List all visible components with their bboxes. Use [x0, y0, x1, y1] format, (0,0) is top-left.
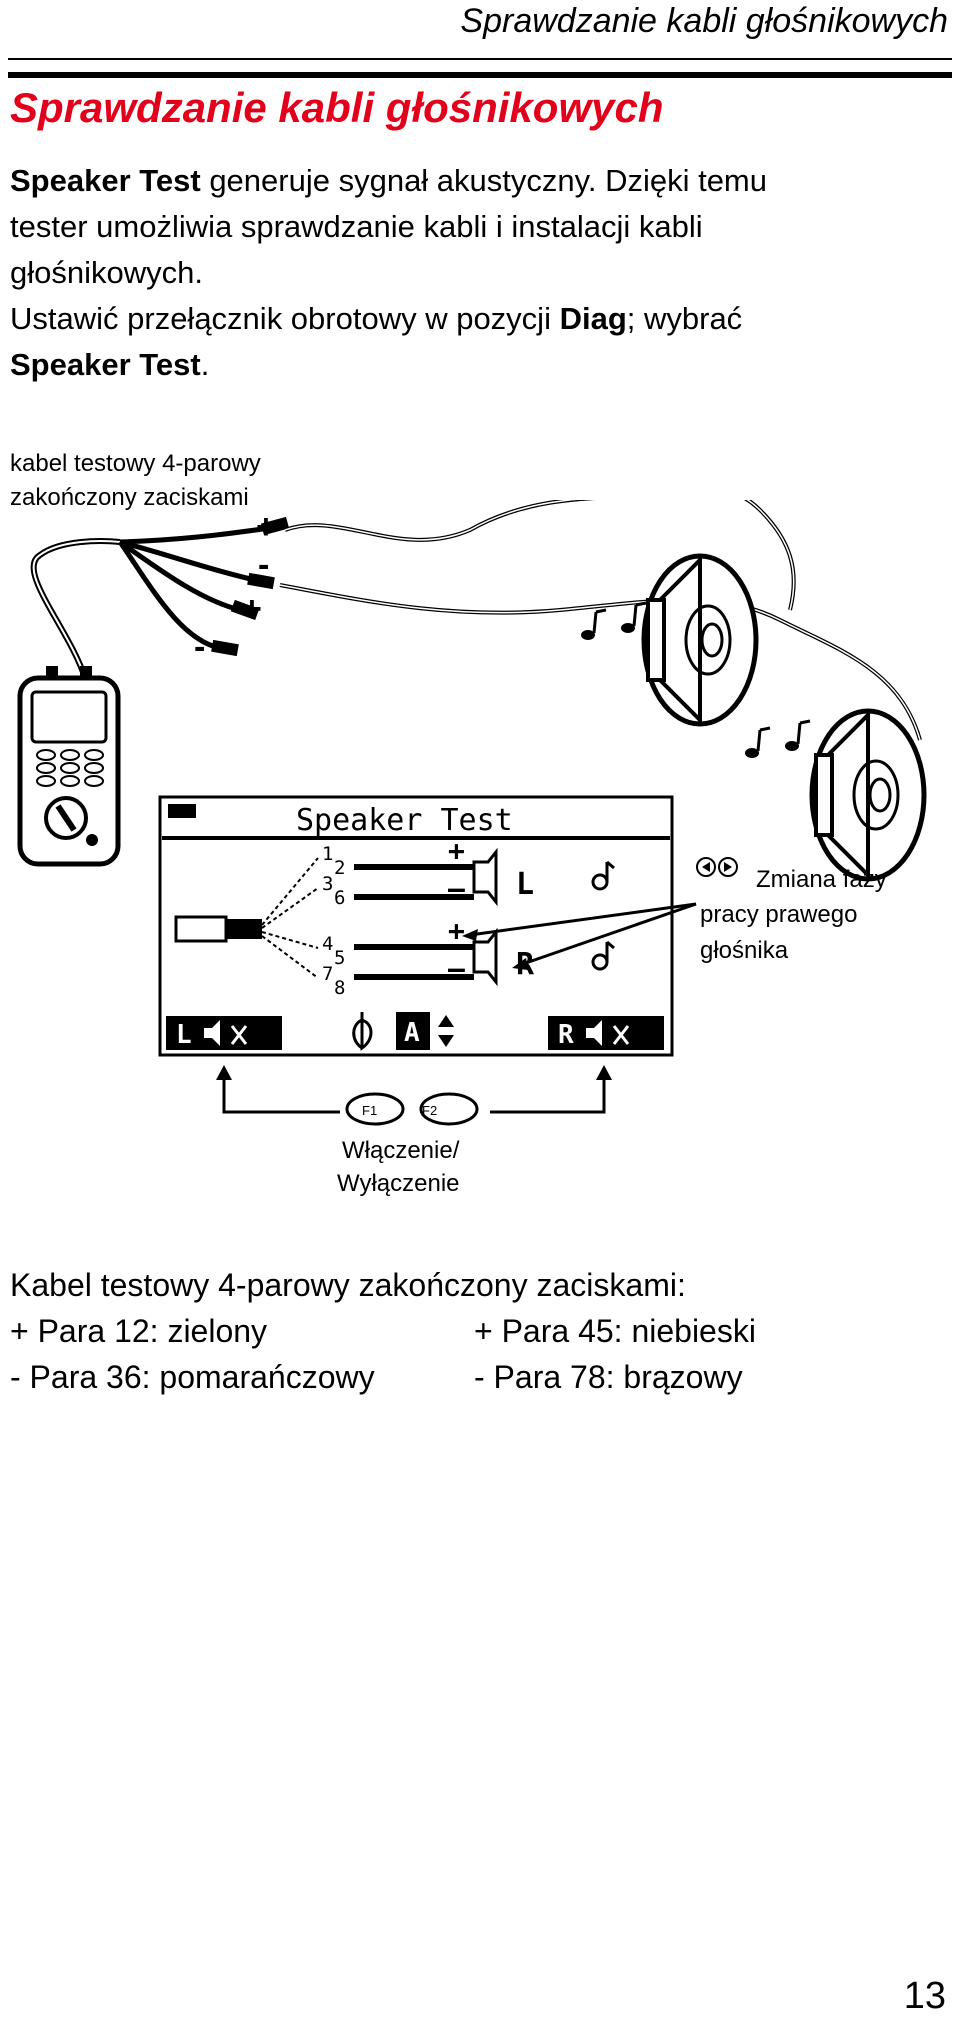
- intro-text: Ustawić przełącznik obrotowy w pozycji: [10, 301, 560, 336]
- lcd-note-icons: [591, 860, 615, 971]
- lcd-pin-numbers: 12 36 45 78: [322, 843, 345, 999]
- speaker-test-figure: + - + -: [17, 500, 927, 1126]
- svg-text:2: 2: [334, 857, 345, 879]
- f2-key-icon: F2: [419, 1092, 479, 1126]
- intro-text: ; wybrać: [626, 301, 743, 336]
- intro-line-4: Ustawić przełącznik obrotowy w pozycji D…: [10, 296, 742, 342]
- svg-text:F1: F1: [362, 1103, 377, 1118]
- clip-wires: [117, 525, 271, 651]
- phase-label-line-3: głośnika: [700, 937, 789, 964]
- phase-arrows-icon: [696, 857, 738, 877]
- clip-sign-plus-1: +: [256, 508, 276, 546]
- music-note-icons: [581, 601, 811, 758]
- lcd-minus-2: –: [448, 952, 465, 985]
- f1-key-icon: F1: [345, 1092, 405, 1126]
- phase-label-line-1: Zmiana fazy: [756, 866, 887, 893]
- lcd-speaker-icons: [472, 847, 498, 987]
- speaker-icon-2: [809, 708, 927, 882]
- intro-text: .: [200, 347, 210, 382]
- svg-text:5: 5: [334, 947, 345, 969]
- intro-line-5: Speaker Test.: [10, 342, 209, 388]
- lcd-pin-wires: [261, 857, 319, 979]
- spec-pair-45: + Para 45: niebieski: [474, 1313, 756, 1349]
- intro-line-1: Speaker Test generuje sygnał akustyczny.…: [10, 158, 767, 204]
- softkey-left-speaker: [166, 1016, 282, 1050]
- header-rule-thick: [8, 72, 952, 78]
- tester-device: [17, 666, 121, 867]
- clip-sign-plus-2: +: [242, 590, 262, 628]
- svg-text:7: 7: [322, 963, 333, 985]
- mode-indicator: [396, 1012, 430, 1050]
- spec-pair-78: - Para 78: brązowy: [474, 1359, 743, 1395]
- svg-text:1: 1: [322, 843, 333, 865]
- clip-sign-minus-2: -: [194, 628, 205, 666]
- intro-bold-speaker-test: Speaker Test: [10, 163, 201, 198]
- softkey-left-label: L: [176, 1020, 192, 1050]
- lcd-title: Speaker Test: [296, 803, 513, 838]
- phase-pointer-lines: [469, 902, 697, 967]
- svg-text:3: 3: [322, 873, 333, 895]
- onoff-label-line-2: Wyłączenie: [337, 1170, 460, 1197]
- lcd-pair-bars: [354, 864, 474, 980]
- page-number: 13: [903, 1975, 946, 2017]
- svg-text:4: 4: [322, 933, 333, 955]
- updown-arrow-icon: [438, 1015, 454, 1047]
- cable-label-line-1: kabel testowy 4-parowy: [10, 450, 261, 477]
- speaker-mute-icon: [586, 1020, 602, 1046]
- intro-text: generuje sygnał akustyczny. Dzięki temu: [200, 163, 767, 198]
- treble-clef-icon: [352, 1012, 373, 1051]
- clip-sign-minus-1: -: [258, 546, 269, 584]
- battery-icon: [168, 804, 196, 818]
- lcd-left-channel: L: [516, 867, 534, 902]
- header-rule-thin: [8, 58, 952, 60]
- tester-cable-inner: [32, 540, 121, 679]
- cable-label-line-2: zakończony zaciskami: [10, 484, 249, 511]
- phase-label-line-2: pracy prawego: [700, 901, 858, 928]
- spec-pair-36: - Para 36: pomarańczowy: [10, 1359, 375, 1395]
- intro-bold-speaker-test-2: Speaker Test: [10, 347, 201, 382]
- section-title: Sprawdzanie kabli głośnikowych: [10, 84, 664, 131]
- speaker-cable-2: [279, 583, 922, 741]
- rj45-plug-icon: [174, 915, 262, 943]
- running-header: Sprawdzanie kabli głośnikowych: [460, 2, 948, 40]
- intro-bold-diag: Diag: [559, 301, 627, 336]
- onoff-label-line-1: Włączenie/: [342, 1137, 460, 1164]
- speaker-mute-icon: [204, 1020, 220, 1046]
- alligator-clips: [211, 516, 290, 657]
- svg-text:F2: F2: [422, 1103, 437, 1118]
- intro-line-2: tester umożliwia sprawdzanie kabli i ins…: [10, 209, 703, 244]
- specs-heading: Kabel testowy 4-parowy zakończony zacisk…: [10, 1267, 686, 1303]
- mode-label: A: [404, 1018, 420, 1048]
- speaker-icon-1: [641, 553, 759, 727]
- softkey-right-label: R: [558, 1020, 574, 1050]
- svg-text:6: 6: [334, 887, 345, 909]
- spec-pair-12: + Para 12: zielony: [10, 1313, 268, 1349]
- svg-text:8: 8: [334, 977, 345, 999]
- lcd-minus-1: –: [448, 872, 465, 905]
- intro-line-3: głośnikowych.: [10, 255, 203, 290]
- softkey-right-speaker: [548, 1016, 664, 1050]
- lcd-plus-1: +: [448, 834, 465, 867]
- lcd-screen: Speaker Test 12 36 45 78 + –: [158, 795, 674, 1057]
- fkey-arrows: [222, 1075, 606, 1114]
- lcd-plus-2: +: [448, 914, 465, 947]
